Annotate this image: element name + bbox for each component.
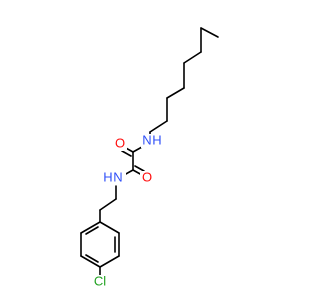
atom-o-top: O	[115, 135, 125, 150]
atom-labels: N H O O H N Cl	[91, 132, 163, 289]
bond-chain-1	[200, 27, 219, 38]
ring-bond-1	[99, 221, 120, 234]
ring-double-2	[85, 254, 99, 263]
bond-ch2-ch2	[99, 198, 117, 211]
ring-bond-3	[99, 255, 120, 268]
atom-n-top-h: H	[152, 132, 161, 147]
bond-carbonyl-top-b	[121, 150, 132, 157]
octyl-chain	[149, 27, 219, 138]
bond-n-top-c	[132, 146, 143, 153]
atom-n-bottom-h: H	[103, 169, 112, 184]
ring-bond-6	[80, 221, 101, 234]
oxalamide-core	[121, 146, 145, 176]
atom-n-bottom: N	[113, 169, 122, 184]
bond-carbonyl-bottom-b	[134, 165, 145, 172]
benzene-ring	[80, 221, 120, 277]
ring-bond-4	[80, 255, 101, 268]
bond-chain-3	[183, 51, 202, 64]
bond-chain-5	[166, 87, 185, 99]
atom-chlorine: Cl	[94, 273, 106, 288]
molecule-drawing: N H O O H N Cl	[80, 27, 219, 289]
structure-canvas: N H O O H N Cl	[80, 27, 219, 289]
bond-chain-7	[149, 120, 168, 133]
atom-n-top: N	[142, 132, 151, 147]
ethyl-linker	[99, 185, 117, 223]
atom-o-bottom: O	[142, 169, 152, 184]
ring-double-3	[85, 226, 99, 235]
